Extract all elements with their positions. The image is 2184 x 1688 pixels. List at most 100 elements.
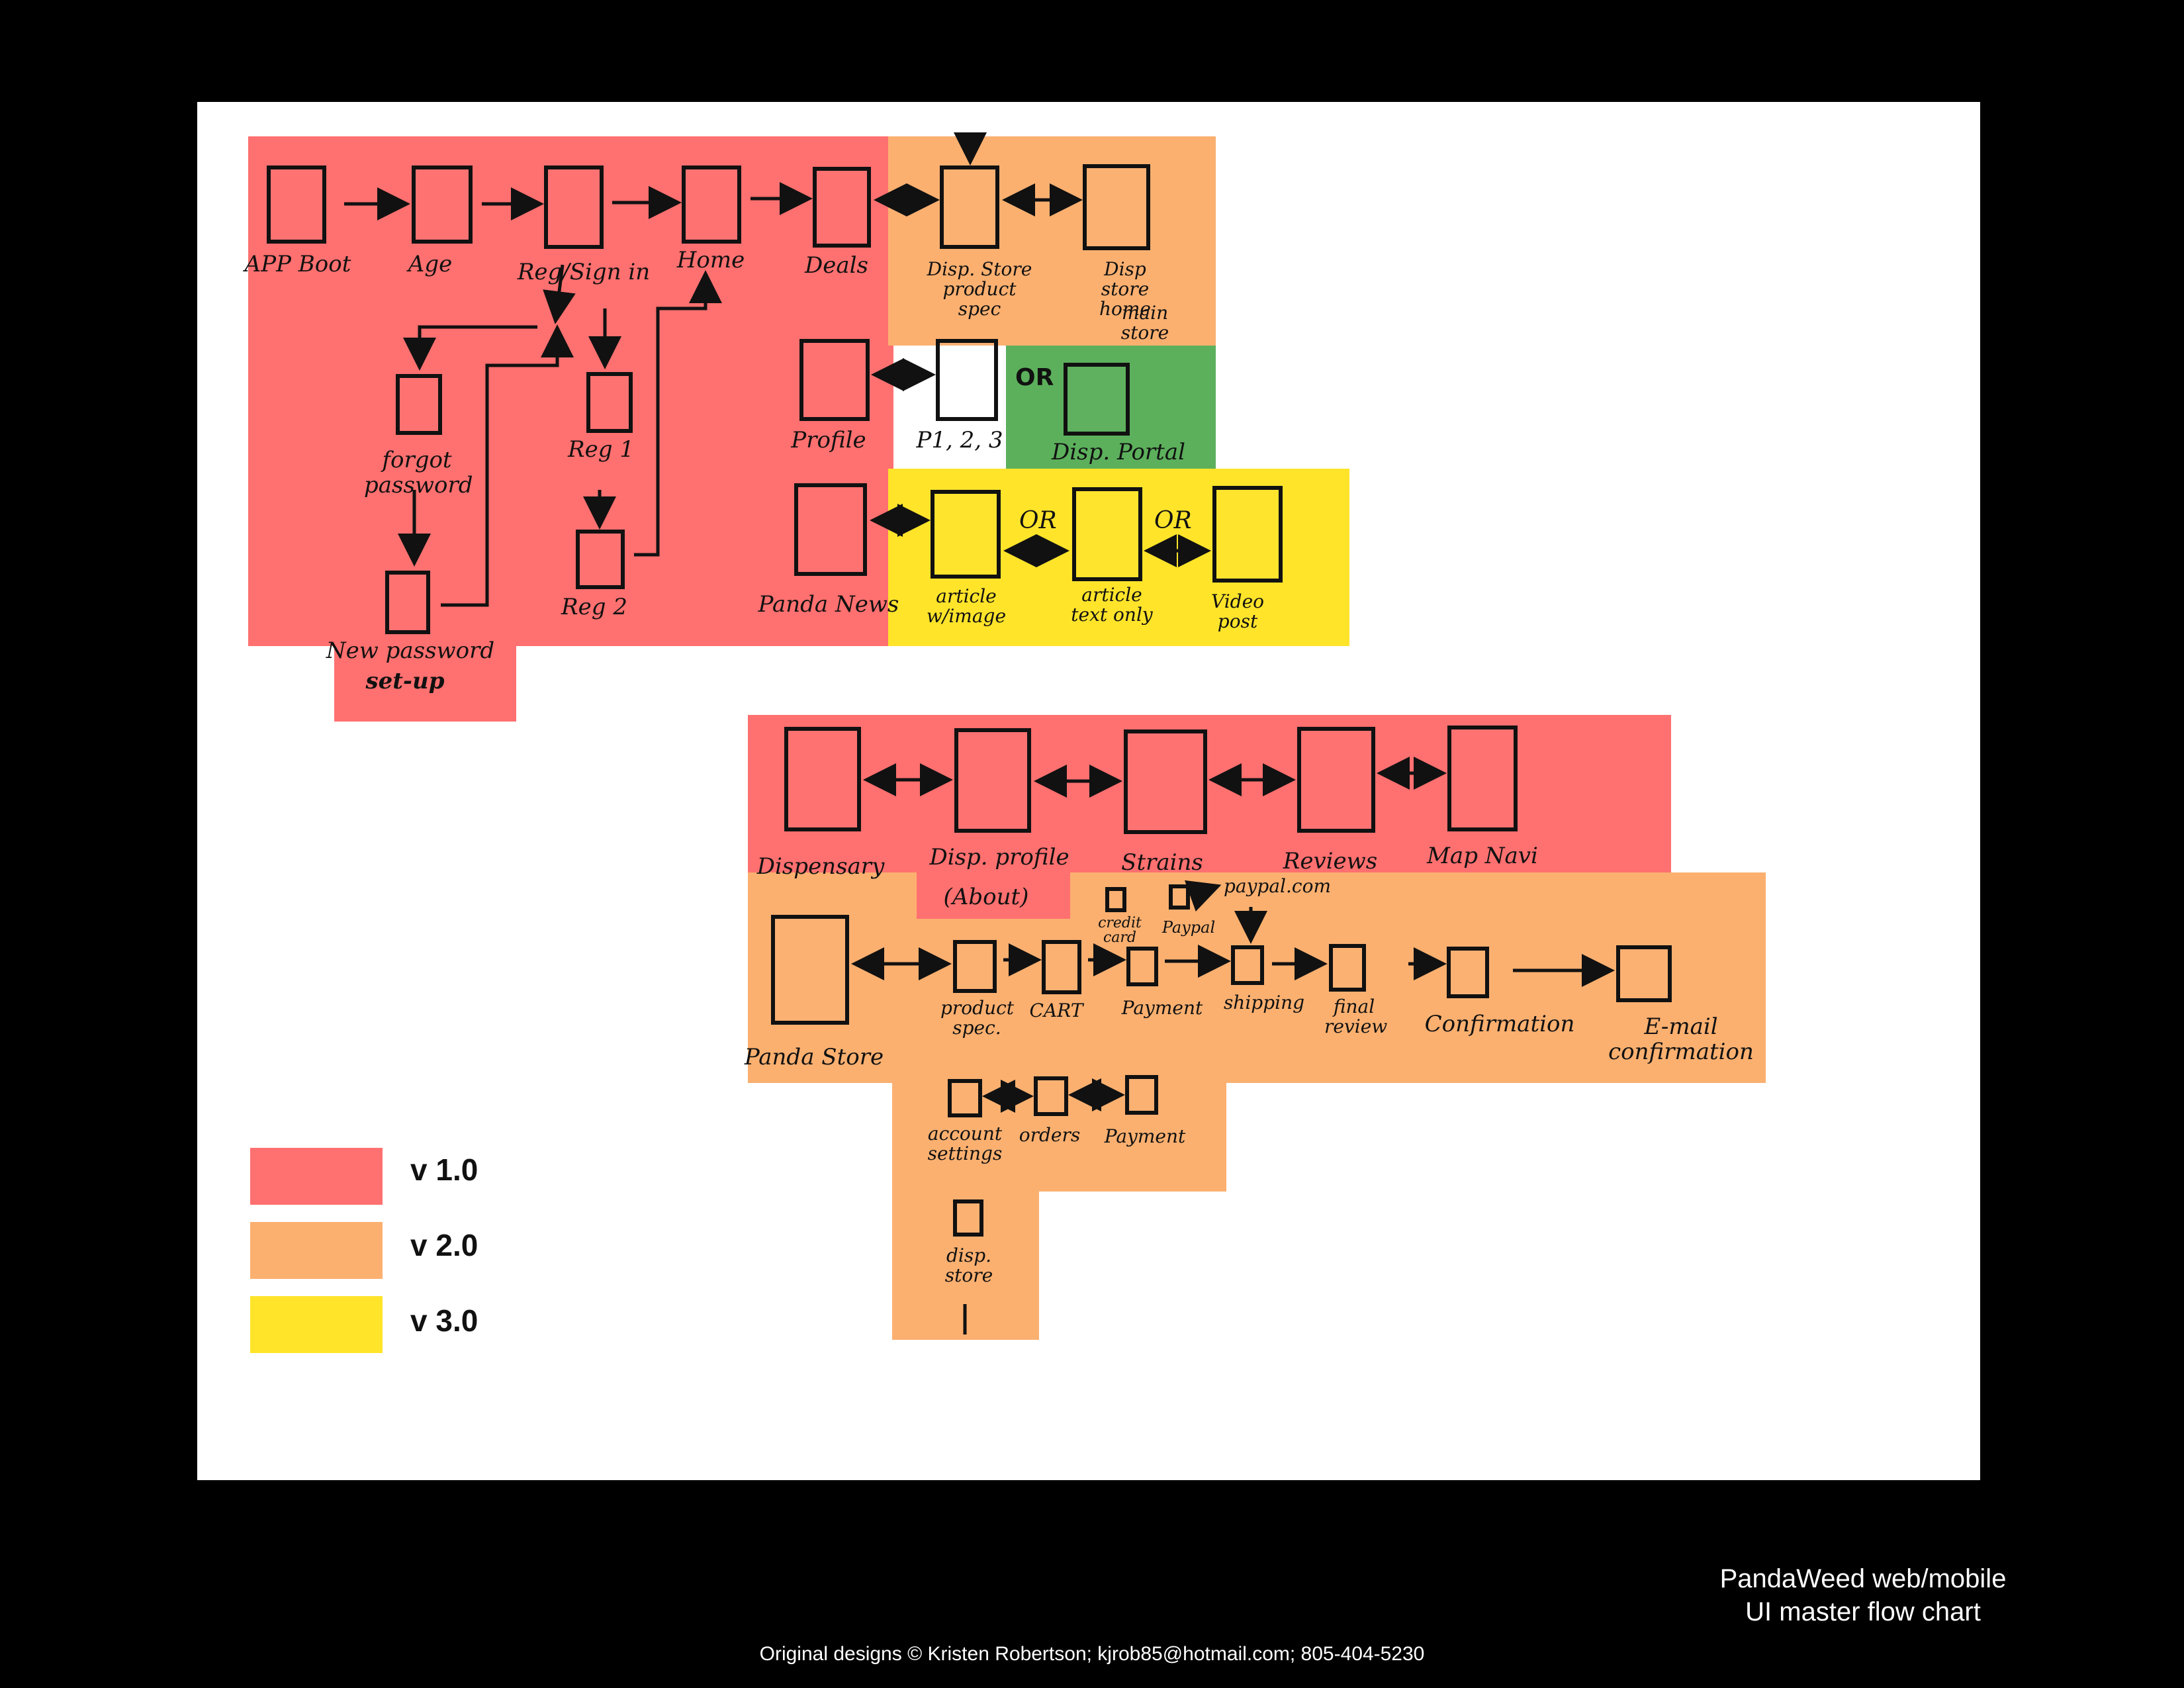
label-article-text: article text only [1071,584,1153,626]
label-reg1: Reg 1 [568,436,634,463]
screen-app-boot [267,165,326,244]
screen-disp-store-product-spec [940,165,999,249]
label-reg-sign-in: Reg/Sign in [517,259,651,285]
label-disp-portal: Disp. Portal [1052,439,1185,465]
screen-article-image [931,490,1001,579]
label-age: Age [408,251,453,277]
arrow-reg-forgot [403,325,537,371]
label-confirmation: Confirmation [1424,1011,1575,1037]
label-main-store: main store [1120,302,1169,344]
screen-age [412,165,473,244]
legend-label-v2: v 2.0 [410,1228,478,1262]
label-app-boot: APP Boot [244,251,351,277]
label-cart: CART [1029,1000,1083,1021]
screen-new-password [385,571,430,634]
label-forgot-password: forgot password [364,447,473,498]
zone-v3-news [888,469,1349,646]
label-disp-store: disp. store [944,1244,993,1286]
or-label-1: OR [1019,507,1057,534]
label-article-image: article w/image [926,585,1007,627]
screen-disp-store-home [1083,164,1150,250]
label-set-up: set-up [365,668,445,694]
screen-panda-news [794,483,867,576]
label-video-post: Video post [1210,590,1265,632]
label-new-password: New password [326,637,495,664]
arrow-reg2-home [634,270,722,557]
screen-map-navi [1447,726,1518,831]
label-paypal: Paypal [1161,918,1216,937]
zone-v1-top-main [248,136,893,646]
label-account-settings: account settings [927,1123,1003,1164]
arrow-newpw-reg [441,324,574,607]
label-credit-card: credit card [1098,915,1142,946]
or-label-portal: OR [1015,364,1054,391]
legend-swatch-v2 [250,1222,383,1279]
screen-shipping [1231,945,1264,985]
label-payment-account: Payment [1104,1125,1186,1147]
screen-disp-profile [954,728,1031,833]
label-final-review: final review [1324,996,1388,1037]
label-disp-store-product-spec: Disp. Store product spec [927,258,1032,320]
zone-v1-new-password [334,642,516,722]
legend-label-v3: v 3.0 [410,1303,478,1338]
label-home: Home [676,247,745,273]
screen-deals [813,167,871,248]
screen-reg2 [576,530,625,589]
screen-home [682,165,741,244]
screen-panda-store [771,915,849,1025]
label-disp-store-home: Disp store home [1099,258,1151,320]
screen-forgot-password [396,374,442,435]
screen-strains [1124,729,1207,834]
label-about: (About) [943,884,1029,910]
label-reg2: Reg 2 [561,594,627,620]
footer-credit: Original designs © Kristen Robertson; kj… [759,1643,1425,1665]
label-profile: Profile [791,427,866,453]
footer-title-line2: UI master flow chart [1745,1597,1981,1626]
screen-reg1 [586,372,633,433]
label-panda-store: Panda Store [744,1044,884,1070]
screen-reg-sign-in [544,165,604,249]
screen-confirmation [1447,947,1489,998]
legend-label-v1: v 1.0 [410,1152,478,1187]
screen-article-text [1072,487,1142,581]
screen-disp-store [953,1199,983,1237]
screen-profile [799,339,870,421]
label-shipping: shipping [1223,992,1305,1013]
screen-p123 [936,339,998,421]
zone-v1-about-tab [917,872,1070,919]
label-paypal-com: paypal.com [1224,875,1331,897]
screen-account-settings [948,1079,982,1117]
label-map-navi: Map Navi [1427,843,1538,869]
legend-swatch-v3 [250,1296,383,1353]
screen-cart [1042,940,1081,994]
label-deals: Deals [805,252,868,279]
footer-title: PandaWeed web/mobile UI master flow char… [1631,1562,2095,1628]
screen-reviews [1297,727,1375,833]
label-email-confirmation: E-mail confirmation [1608,1013,1754,1065]
label-disp-profile: Disp. profile [929,844,1069,870]
label-payment: Payment [1121,997,1203,1019]
screen-dispensary [784,727,861,831]
label-dispensary: Dispensary [756,853,885,880]
screen-video-post [1212,486,1283,583]
screen-orders [1034,1076,1068,1116]
screen-email-confirmation [1616,945,1672,1002]
zone-v1-top-left-overhang [248,136,334,308]
screen-disp-portal [1064,363,1130,436]
screen-payment [1126,947,1158,986]
screen-payment-account [1125,1075,1158,1115]
screen-final-review [1329,944,1366,992]
label-panda-news: Panda News [758,591,899,618]
label-strains: Strains [1121,849,1203,876]
label-orders: orders [1019,1124,1081,1146]
label-reviews: Reviews [1283,848,1378,874]
footer-title-line1: PandaWeed web/mobile [1719,1564,2007,1593]
screen-product-spec [953,940,997,993]
arrow-paypalcom [1184,880,1222,912]
legend-swatch-v1 [250,1148,383,1205]
label-p123: P1, 2, 3 [916,427,1003,453]
arrow-reg-down [543,264,576,324]
or-label-2: OR [1154,507,1192,534]
label-product-spec: product spec. [940,997,1015,1039]
